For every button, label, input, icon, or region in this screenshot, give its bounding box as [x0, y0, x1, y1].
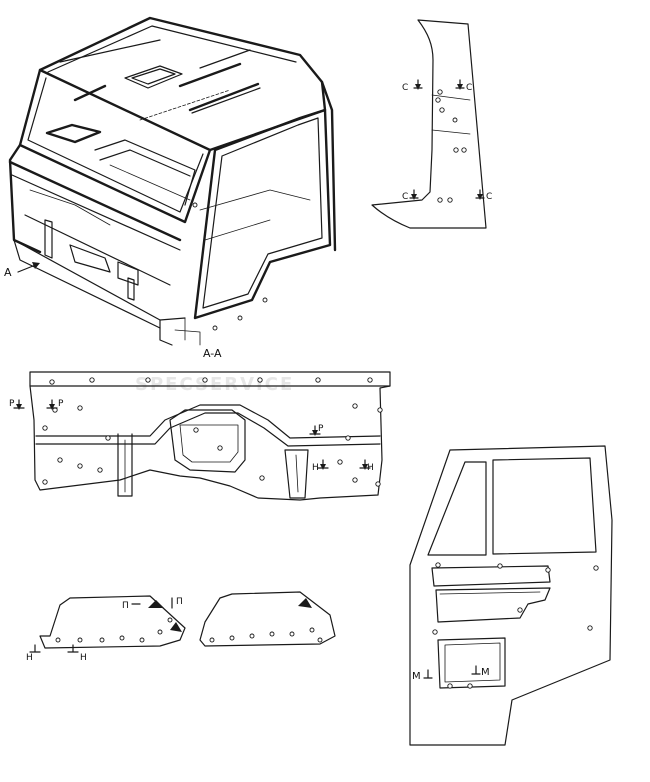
section-mark-p-left-2: P	[46, 399, 64, 410]
svg-text:M: M	[481, 667, 490, 678]
svg-text:H: H	[26, 653, 33, 663]
svg-text:P: P	[58, 399, 64, 409]
svg-text:P: P	[9, 399, 15, 409]
section-mark-c-lower-right: C	[475, 189, 492, 202]
svg-text:H: H	[312, 463, 319, 473]
front-panel-flat-view: P P P H H	[9, 371, 391, 501]
section-mark-h-right: H H	[312, 459, 374, 473]
svg-text:H: H	[80, 653, 87, 663]
section-mark-m-left: M	[412, 669, 433, 682]
section-mark-c-upper-left: C	[402, 79, 423, 93]
section-mark-c-upper-right: C	[455, 79, 472, 93]
svg-text:M: M	[412, 671, 421, 682]
svg-text:П: П	[122, 601, 129, 611]
svg-text:H: H	[367, 463, 374, 473]
svg-text:П: П	[176, 597, 183, 607]
section-mark-p-right: P	[309, 424, 324, 436]
svg-text:P: P	[318, 424, 324, 434]
section-mark-n: П П	[122, 597, 183, 611]
section-label-aa: A-A	[203, 347, 222, 360]
door-view: M M	[409, 445, 613, 746]
svg-text:C: C	[486, 192, 492, 202]
svg-text:C: C	[402, 83, 408, 93]
watermark: SPECSERVICE	[135, 374, 294, 395]
side-panel-left-flat: П П H H	[26, 595, 186, 663]
section-mark-p-left: P	[9, 399, 25, 410]
cab-isometric-view: A A-A	[4, 16, 337, 360]
svg-text:C: C	[402, 192, 408, 202]
view-label-a: A	[4, 266, 12, 279]
side-panel-right-flat	[199, 591, 336, 647]
section-mark-m-right: M	[471, 665, 490, 678]
section-mark-c-lower-left: C	[402, 189, 419, 202]
section-mark-h-small: H H	[26, 644, 87, 663]
svg-text:SPECSERVICE: SPECSERVICE	[135, 374, 294, 395]
pillar-profile-view: C C C C	[371, 19, 492, 229]
svg-text:C: C	[466, 83, 472, 93]
